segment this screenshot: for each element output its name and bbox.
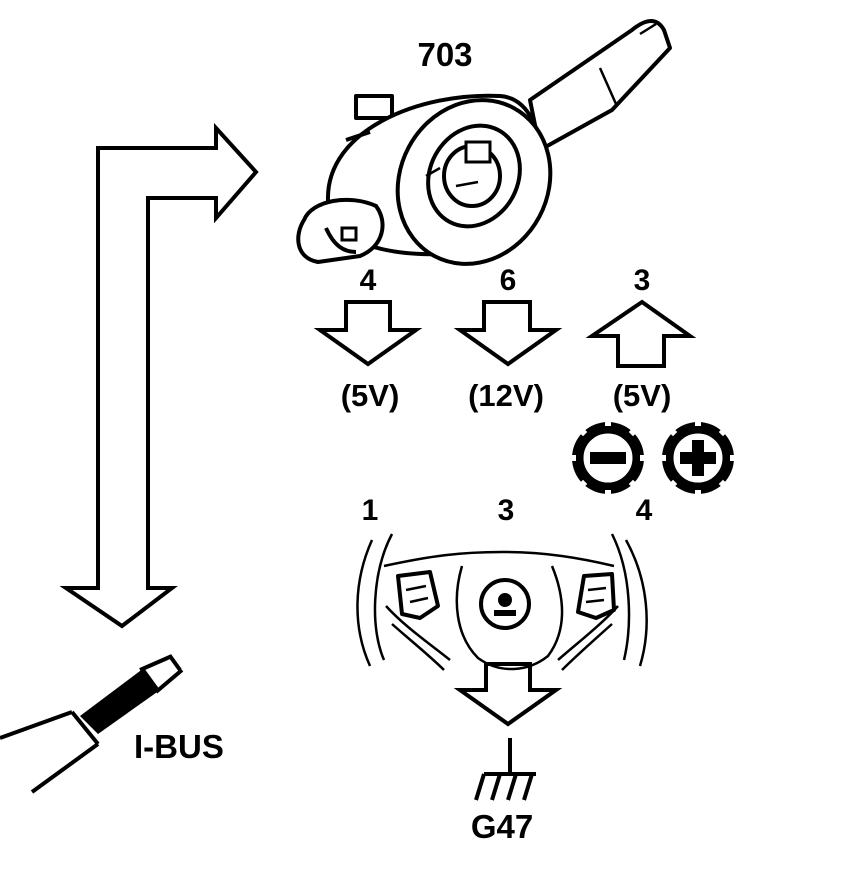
- voltage-label: (12V): [468, 378, 544, 413]
- pin-label: 4: [360, 264, 377, 297]
- ibus-cable-icon: [0, 654, 184, 794]
- plus-gear-icon: [659, 419, 737, 497]
- ground-label: G47: [471, 808, 533, 845]
- ground-icon: [474, 738, 536, 801]
- pin-label: 6: [500, 264, 517, 297]
- down-arrow-icon: [453, 662, 563, 727]
- ibus-signal-arrow: [59, 122, 259, 629]
- down-arrow-icon: [313, 300, 423, 367]
- component-label: 703: [417, 36, 472, 73]
- pin-label: 3: [498, 494, 515, 527]
- voltage-label: (5V): [613, 378, 672, 413]
- steering-wheel-icon: [356, 533, 648, 671]
- bus-label: I-BUS: [134, 728, 224, 765]
- up-arrow-icon: [585, 299, 697, 368]
- down-arrow-icon: [453, 300, 563, 367]
- switch-assembly-icon: [296, 19, 672, 266]
- pin-label: 4: [636, 494, 653, 527]
- pin-label: 1: [362, 494, 379, 527]
- pin-label: 3: [634, 264, 651, 297]
- voltage-label: (5V): [341, 378, 400, 413]
- minus-gear-icon: [569, 419, 647, 497]
